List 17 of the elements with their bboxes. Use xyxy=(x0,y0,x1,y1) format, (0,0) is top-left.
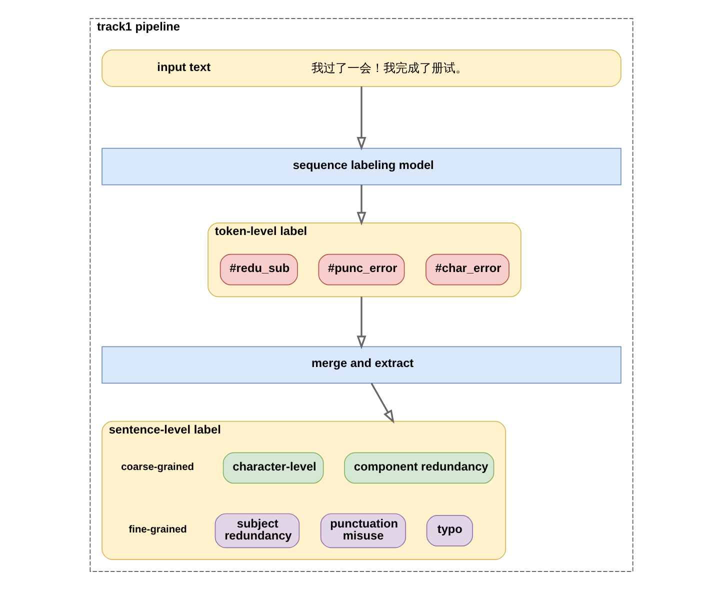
node-box: merge and extract xyxy=(102,346,622,384)
node-box: input text 我过了一会！我完成了册试。 xyxy=(102,50,622,87)
arrow xyxy=(356,296,366,350)
node-box: component redundancy xyxy=(344,452,494,484)
node-box: #redu_sub xyxy=(220,254,298,286)
node-box: character-level xyxy=(222,452,324,484)
arrow xyxy=(356,184,366,226)
node-box: #char_error xyxy=(426,254,510,286)
label: fine-grained xyxy=(128,524,187,536)
node-box: #punc_error xyxy=(318,254,405,286)
arrow xyxy=(370,382,394,424)
node-box: sequence labeling model xyxy=(102,148,622,186)
node-box: punctuation misuse xyxy=(320,513,406,548)
arrow xyxy=(356,86,366,151)
node-box: typo xyxy=(426,515,473,546)
node-box: subject redundancy xyxy=(214,513,300,548)
label: coarse-grained xyxy=(121,462,194,473)
